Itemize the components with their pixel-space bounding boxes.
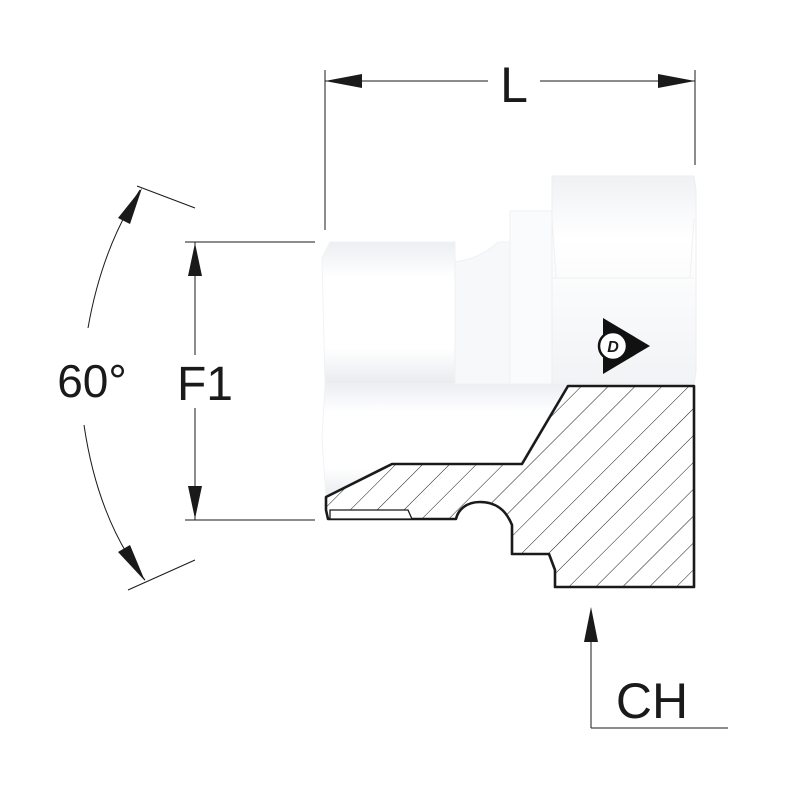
angle-arrowhead-top: [118, 188, 142, 224]
dimension-length: L: [324, 57, 696, 230]
cross-section: [324, 384, 696, 589]
thread-diameter-label: F1: [177, 358, 233, 411]
angle-arrowhead-bottom: [118, 545, 145, 581]
fitting-body-upper: [321, 175, 697, 385]
brand-logo: D: [597, 318, 650, 374]
arrowhead-right: [658, 74, 695, 88]
dimension-cone-angle: 60°: [57, 185, 196, 591]
arrowhead-down: [188, 486, 202, 519]
angle-arc-lower: [83, 424, 146, 581]
dimension-hex: CH: [584, 607, 728, 729]
logo-circle: [597, 330, 629, 362]
arrowhead-up: [188, 243, 202, 276]
angle-extension-top: [136, 185, 196, 209]
hex-label: CH: [616, 673, 688, 729]
cone-angle-label: 60°: [57, 355, 127, 407]
arrowhead-left: [325, 74, 362, 88]
hex-arrowhead: [584, 607, 598, 642]
angle-extension-bottom: [127, 559, 196, 591]
logo-letter: D: [607, 339, 619, 356]
dimension-thread-diameter: F1: [177, 241, 315, 521]
length-label: L: [500, 57, 528, 113]
